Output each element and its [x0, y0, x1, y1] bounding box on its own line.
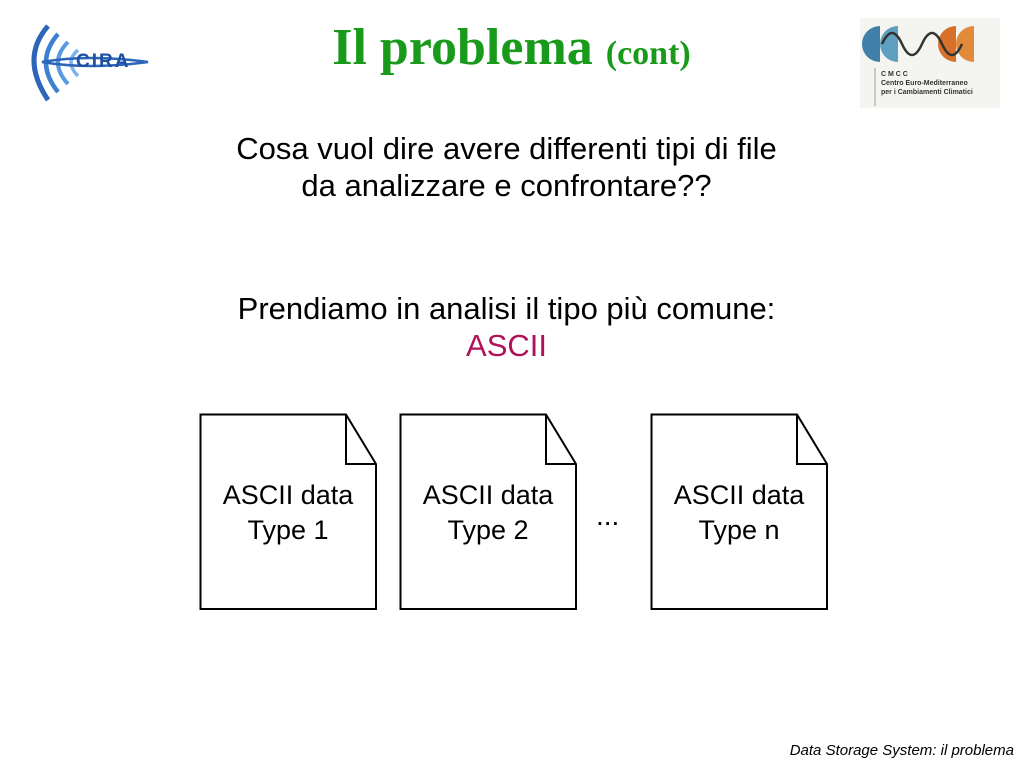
title-suffix: (cont)	[605, 35, 691, 72]
document-label-line-2: Type n	[698, 515, 780, 545]
cmcc-logo: C M C C Centro Euro-Mediterraneo per i C…	[860, 18, 1000, 108]
document-label-line-1: ASCII data	[422, 480, 554, 510]
document-type-n: ASCII data Type n	[650, 413, 830, 613]
cira-logo-icon	[31, 24, 149, 102]
document-icon	[650, 413, 828, 610]
question-line-1: Cosa vuol dire avere differenti tipi di …	[236, 131, 777, 166]
ellipsis: ...	[596, 500, 620, 531]
cmcc-line-2: Centro Euro-Mediterraneo	[881, 80, 968, 87]
document-label-line-1: ASCII data	[222, 480, 354, 510]
statement-paragraph: Prendiamo in analisi il tipo più comune:…	[0, 290, 1013, 364]
slide-footer: Data Storage System: il problema	[789, 742, 1014, 759]
document-label-line-1: ASCII data	[673, 480, 805, 510]
document-icon	[199, 413, 377, 610]
cmcc-line-1: C M C C	[881, 71, 908, 78]
page-title: Il problema (cont)	[0, 18, 1023, 84]
document-type-1: ASCII data Type 1	[199, 413, 379, 613]
document-icon	[399, 413, 577, 610]
document-type-2: ASCII data Type 2	[399, 413, 579, 613]
cira-logo-text: CIRA	[76, 51, 131, 72]
document-label-line-2: Type 2	[447, 515, 529, 545]
question-paragraph: Cosa vuol dire avere differenti tipi di …	[0, 130, 1013, 204]
document-label-line-2: Type 1	[247, 515, 329, 545]
question-line-2: da analizzare e confrontare??	[301, 168, 712, 203]
cmcc-line-3: per i Cambiamenti Climatici	[881, 89, 973, 96]
statement-text: Prendiamo in analisi il tipo più comune:	[237, 291, 776, 326]
cira-logo: CIRA	[18, 18, 153, 106]
cmcc-logo-icon	[860, 18, 1000, 108]
ascii-highlight: ASCII	[466, 328, 547, 363]
title-main: Il problema	[332, 19, 593, 76]
